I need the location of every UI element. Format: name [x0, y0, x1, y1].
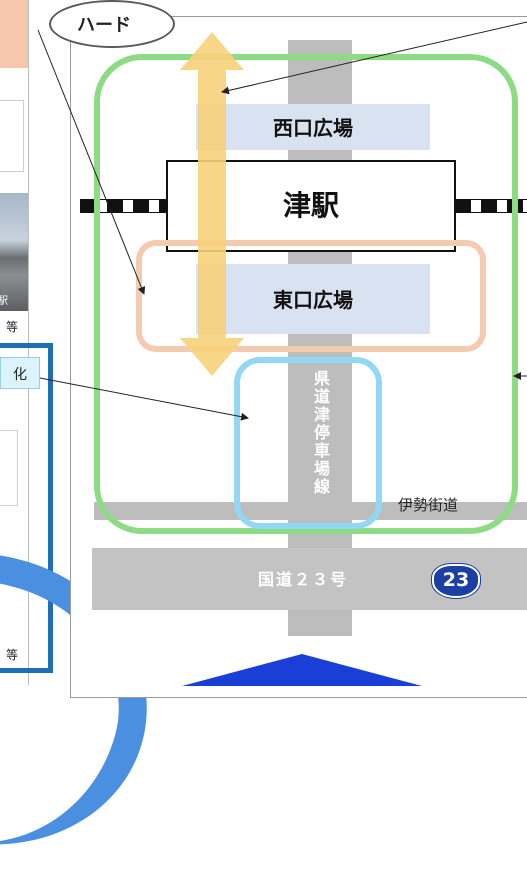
east-plaza-label: 東口広場: [273, 288, 353, 312]
west-plaza: 西口広場: [196, 104, 430, 150]
station-photo-thumbnail: [0, 193, 28, 311]
route-23-shield-icon: 23: [431, 563, 481, 599]
leader-line-cyan: [39, 377, 249, 421]
route-shield-number: 23: [442, 569, 470, 591]
prefectural-road-label: 県道津停車場線: [311, 370, 330, 496]
north-south-double-arrow: [180, 32, 244, 376]
blue-triangle-decoration: [182, 654, 422, 686]
left-panel-box-2: [0, 430, 18, 506]
west-plaza-label: 西口広場: [273, 116, 353, 140]
leader-line-top-left: [37, 29, 146, 295]
left-panel-box-1: [0, 100, 24, 172]
station-name: 津駅: [282, 189, 339, 222]
hard-tag-label: ハード: [77, 15, 131, 36]
left-panel-divider: [28, 0, 29, 685]
diagram-overlay: [37, 21, 527, 421]
left-label-etc-2: 等: [6, 648, 19, 662]
leader-line-top-right: [221, 21, 527, 95]
left-blue-frame: [0, 343, 53, 673]
ise-kaido-road: [94, 502, 527, 520]
peach-area-outline: [136, 240, 486, 352]
east-plaza: 東口広場: [196, 264, 430, 334]
left-cyan-tab: 化: [0, 357, 40, 389]
route-23-label: 国道２３号: [258, 570, 349, 589]
ise-kaido-label: 伊勢街道: [398, 496, 459, 514]
hard-tag-oval: ハード: [49, 0, 175, 48]
left-label-etc-1: 等: [6, 320, 19, 334]
green-area-outline: [94, 54, 518, 534]
left-peach-tab: [0, 0, 28, 68]
photo-caption: 駅: [0, 296, 8, 307]
cyan-tab-char: 化: [13, 367, 27, 383]
cyan-area-outline: [234, 357, 382, 529]
